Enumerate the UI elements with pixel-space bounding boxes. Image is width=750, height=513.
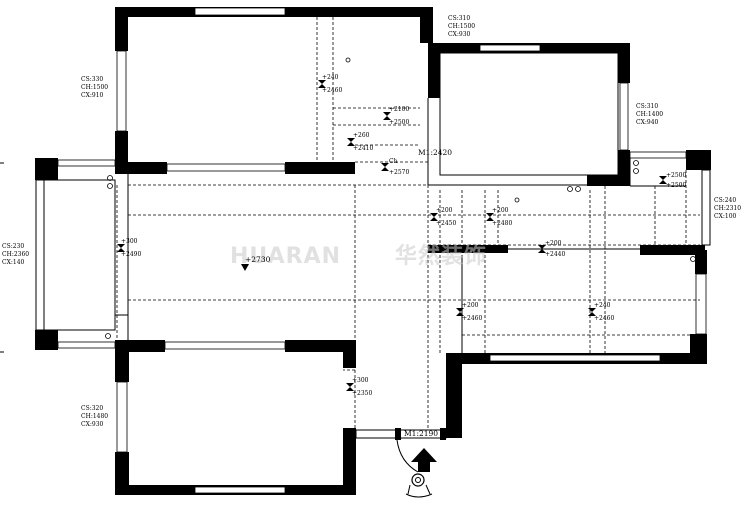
level-triangle-icon bbox=[241, 264, 249, 271]
elevation-marker: +200 +2460 bbox=[456, 302, 482, 322]
elevation-icon bbox=[588, 308, 596, 316]
elevation-top: +200 bbox=[462, 302, 479, 309]
elevation-bottom: +2490 bbox=[121, 251, 141, 258]
elevation-marker: +200 +2450 bbox=[430, 207, 456, 227]
spec-cx: CX:930 bbox=[81, 421, 104, 428]
elevation-marker: +240 +2460 bbox=[588, 302, 614, 322]
elevation-top: +2500 bbox=[666, 172, 686, 179]
ceiling-height: +2730 bbox=[245, 255, 271, 264]
elevation-marker: +240 +2460 bbox=[318, 74, 342, 94]
wall-bedroom-3 bbox=[115, 340, 356, 495]
dashed-lines bbox=[116, 17, 700, 430]
wall-bedroom-1 bbox=[115, 7, 433, 174]
elevation-bottom: +2500 bbox=[389, 119, 409, 126]
elevation-icon bbox=[346, 383, 354, 391]
spec-cx: CX:140 bbox=[2, 259, 25, 266]
door-swing-icon bbox=[396, 439, 433, 498]
spec-cs: CS:310 bbox=[448, 15, 470, 22]
spec-cx: CX:100 bbox=[714, 213, 737, 220]
wall-balcony bbox=[629, 150, 711, 364]
elevation-icon bbox=[456, 308, 464, 316]
elevation-icon bbox=[381, 163, 389, 171]
entrance-arrow-icon bbox=[411, 448, 437, 472]
spec-ch: CH:2360 bbox=[2, 251, 29, 258]
elevation-top: +200 bbox=[492, 207, 509, 214]
wall-left-room bbox=[35, 158, 116, 350]
elevation-bottom: +2440 bbox=[545, 251, 565, 258]
elevation-marker: +260 +2410 bbox=[347, 132, 373, 152]
spec-ch: CH:2310 bbox=[714, 205, 741, 212]
spec-ch: CH:1500 bbox=[448, 23, 475, 30]
wall-bedroom-2 bbox=[428, 43, 630, 186]
elevation-icon bbox=[318, 80, 326, 88]
elevation-bottom: +2460 bbox=[462, 315, 482, 322]
elevation-marker: +200 +2480 bbox=[486, 207, 512, 227]
elevation-icon bbox=[383, 112, 391, 120]
elevation-bottom: +2410 bbox=[353, 145, 373, 152]
spec-cs: CS:310 bbox=[636, 103, 658, 110]
spec-bedroom-2: CS:310 CH:1400 CX:940 bbox=[636, 103, 663, 126]
spec-ch: CH:1500 bbox=[81, 84, 108, 91]
interior-lines bbox=[115, 98, 686, 353]
spec-cx: CX:940 bbox=[636, 119, 659, 126]
spec-cx: CX:910 bbox=[81, 92, 104, 99]
elevation-marker: +200 +2440 bbox=[538, 240, 565, 258]
elevation-icon bbox=[347, 138, 355, 146]
elevation-top: +240 bbox=[322, 74, 339, 81]
wall-living-room bbox=[428, 245, 707, 438]
elevation-top: +200 bbox=[436, 207, 453, 214]
elevation-bottom: +2450 bbox=[436, 220, 456, 227]
elevation-icon bbox=[538, 245, 546, 253]
elevation-marker: +300 +2490 bbox=[117, 238, 141, 258]
elevation-bottom: +2350 bbox=[352, 390, 372, 397]
edge-ticks bbox=[0, 162, 4, 353]
elevation-marker: Ch +2570 bbox=[381, 158, 409, 176]
elevation-top: +260 bbox=[353, 132, 370, 139]
spec-bedroom-1-window-top: CS:310 CH:1500 CX:930 bbox=[448, 15, 475, 38]
outlet-symbols bbox=[105, 57, 696, 339]
elevation-icon bbox=[486, 213, 494, 221]
wall-entry bbox=[355, 428, 447, 440]
spec-cs: CS:330 bbox=[81, 76, 103, 83]
spec-bedroom-3: CS:320 CH:1480 CX:930 bbox=[81, 405, 108, 428]
ceiling-height-mark: +2730 bbox=[241, 255, 271, 271]
entry-door-label: M1:2190 bbox=[404, 429, 438, 438]
spec-cs: CS:240 bbox=[714, 197, 736, 204]
spec-cs: CS:320 bbox=[81, 405, 103, 412]
spec-bedroom-1: CS:330 CH:1500 CX:910 bbox=[81, 76, 108, 99]
elevation-top: Ch bbox=[389, 158, 398, 165]
elevation-icon bbox=[430, 213, 438, 221]
elevation-bottom: +2570 bbox=[389, 169, 409, 176]
elevation-bottom: +2460 bbox=[594, 315, 614, 322]
elevation-marker: +2100 +2500 bbox=[383, 106, 409, 126]
spec-balcony: CS:240 CH:2310 CX:100 bbox=[714, 197, 741, 220]
elevation-marker: +2500 +2500 bbox=[659, 172, 686, 189]
elevation-top: +200 bbox=[545, 240, 562, 247]
elevation-bottom: +2480 bbox=[492, 220, 512, 227]
spec-cs: CS:230 bbox=[2, 243, 24, 250]
spec-left-room: CS:230 CH:2360 CX:140 bbox=[2, 243, 29, 266]
elevation-top: +240 bbox=[594, 302, 611, 309]
spec-cx: CX:930 bbox=[448, 31, 471, 38]
inner-door-label: M1:2420 bbox=[418, 148, 452, 157]
spec-ch: CH:1480 bbox=[81, 413, 108, 420]
elevation-bottom: +2460 bbox=[322, 87, 342, 94]
elevation-marker: +300 +2350 bbox=[346, 377, 372, 397]
elevation-bottom: +2500 bbox=[666, 182, 686, 189]
elevation-icon bbox=[117, 244, 125, 252]
spec-ch: CH:1400 bbox=[636, 111, 663, 118]
elevation-icon bbox=[659, 176, 667, 184]
elevation-top: +300 bbox=[121, 238, 138, 245]
elevation-top: +300 bbox=[352, 377, 369, 384]
watermark-cjk: 华然装饰 bbox=[395, 243, 487, 269]
elevation-top: +2100 bbox=[389, 106, 409, 113]
